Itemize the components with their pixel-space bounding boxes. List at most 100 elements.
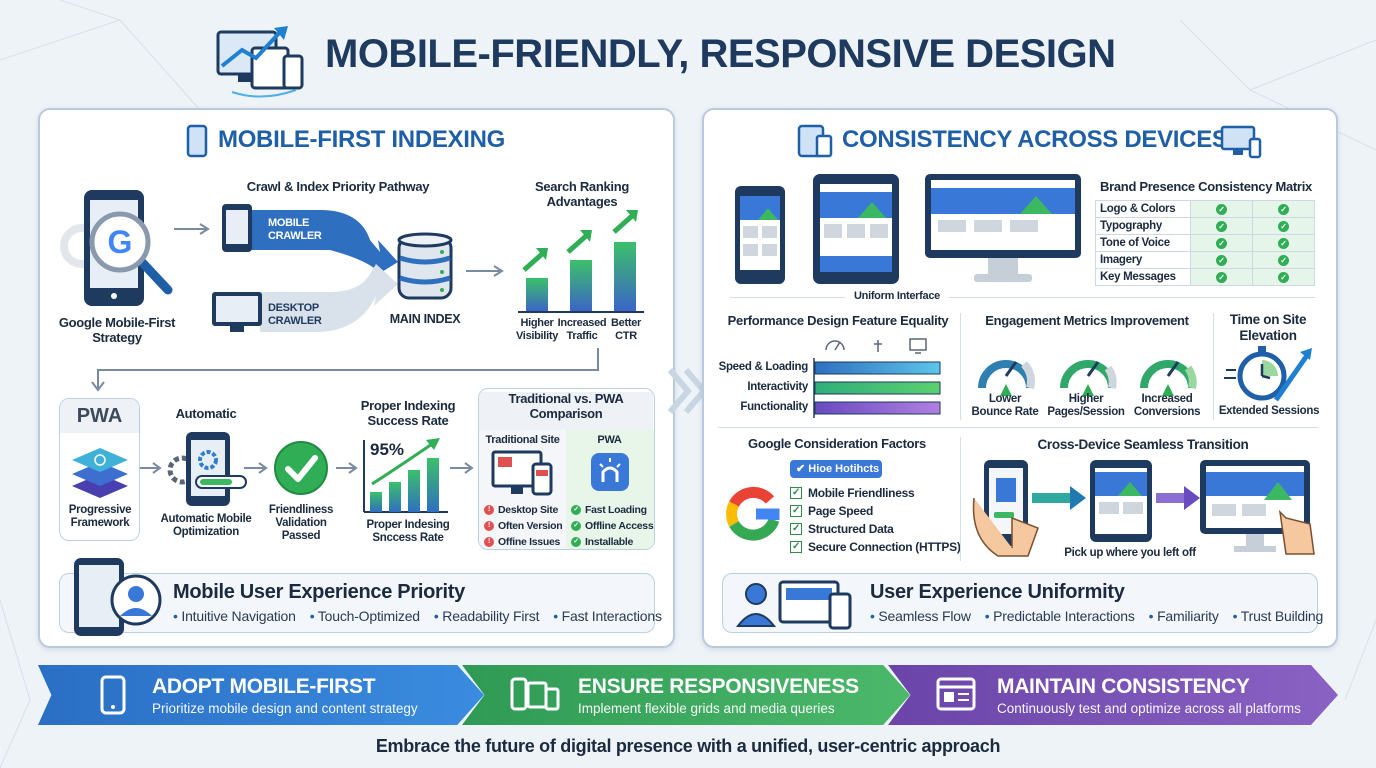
banner-subtitle: Continuously test and optimize across al… [997, 701, 1301, 716]
warning-icon: ! [484, 505, 494, 515]
check-icon: ✓ [1278, 221, 1289, 232]
cross-device-label: Pick up where you left off [1064, 547, 1196, 559]
responsive-devices-growth-icon [216, 26, 304, 98]
matrix-row: Logo & Colors✓✓ [1095, 200, 1315, 218]
mobile-ux-bullets: Intuitive Navigation Touch-Optimized Reada… [173, 608, 676, 624]
banner-title: ADOPT MOBILE-FIRST [152, 675, 376, 698]
check-icon: ✓ [1216, 204, 1227, 215]
cross-device-title: Cross-Device Seamless Transition [1037, 437, 1249, 452]
monitor-device [925, 174, 1081, 282]
factors-badge: ✔ Hioe Hotihcts [790, 460, 882, 478]
arrow-teal [1032, 486, 1086, 510]
time-on-site-label: Extended Sessions [1218, 405, 1320, 417]
traditional-item: !Desktop Site [484, 502, 562, 518]
bullet-item: Predictable Interactions [985, 608, 1135, 624]
warning-icon: ! [484, 537, 494, 547]
crawl-pathway-diagram [212, 204, 398, 332]
responsive-devices-icon [510, 677, 560, 711]
indexing-percent: 95% [370, 440, 405, 459]
arrow-right-icon [336, 462, 358, 474]
pwa-items: ✓Fast Loading ✓Offline Access ✓Installab… [571, 502, 654, 549]
check-icon: ✓ [571, 521, 581, 531]
matrix-row: Tone of Voice✓✓ [1095, 234, 1315, 252]
comparison-card: Traditional vs. PWA Comparison Tradition… [478, 388, 655, 550]
bullet-item: Intuitive Navigation [173, 608, 296, 624]
uniform-devices-illustration [735, 174, 1081, 284]
ranking-label-visibility: Higher Visibility [515, 317, 559, 342]
page-title: MOBILE-FRIENDLY, RESPONSIVE DESIGN [325, 32, 1116, 76]
matrix-row: Imagery✓✓ [1095, 251, 1315, 269]
divider [718, 427, 1318, 428]
comparison-title: Traditional vs. PWA Comparison [479, 391, 653, 430]
arrow-right-icon [140, 462, 162, 474]
check-icon: ✓ [1216, 255, 1227, 266]
banner-ensure-responsiveness: ENSURE RESPONSIVENESS Implement flexible… [462, 665, 910, 725]
user-devices-icon [736, 580, 852, 630]
gauge-label-bounce: Lower Bounce Rate [971, 393, 1039, 419]
matrix-title: Brand Presence Consistency Matrix [1100, 179, 1312, 194]
mobile-crawler-label: MOBILE CRAWLER [268, 217, 322, 242]
google-strategy-label: Google Mobile-First Strategy [58, 315, 176, 345]
pwa-item: ✓Installable [571, 534, 653, 549]
automatic-optimization-icon [167, 432, 247, 506]
browser-window-icon [936, 677, 976, 711]
pwa-item: ✓Fast Loading [571, 502, 653, 518]
mobile-first-indexing-panel [38, 108, 675, 648]
ux-uniformity-title: User Experience Uniformity [870, 581, 1125, 603]
desktop-crawler-label: DESKTOP CRAWLER [268, 302, 322, 327]
arrow-purple [1156, 486, 1200, 510]
crawl-pathway-title: Crawl & Index Priority Pathway [246, 179, 430, 194]
check-icon: ✓ [1278, 255, 1289, 266]
pwa-item: ✓Offline Access [571, 518, 654, 534]
mobile-ux-title: Mobile User Experience Priority [173, 581, 465, 603]
perf-label-functionality: Functionality [740, 401, 808, 413]
divider [730, 297, 1315, 298]
automatic-title: Automatic [175, 406, 237, 421]
gauge-label-pages: Higher Pages/Session [1047, 393, 1125, 419]
check-icon: ✓ [1216, 221, 1227, 232]
check-circle-icon [274, 441, 328, 495]
check-icon: ✓ [1216, 238, 1227, 249]
divider [960, 313, 961, 420]
factors-checklist: ✓Mobile Friendliness ✓Page Speed ✓Struct… [790, 484, 961, 556]
arrow-right-icon [450, 462, 474, 474]
tablet-phone-icon [797, 124, 833, 158]
checklist-item: ✓Structured Data [790, 522, 894, 536]
warning-icon: ! [484, 521, 494, 531]
bullet-item: Familiarity [1149, 608, 1219, 624]
pwa-logo: PWA [60, 399, 139, 433]
database-icon [397, 232, 453, 300]
engagement-gauges [978, 360, 1197, 396]
pwa-heading: PWA [597, 434, 622, 446]
google-factors-title: Google Consideration Factors [748, 436, 926, 451]
bullet-item: Touch-Optimized [310, 608, 420, 624]
touch-icon [874, 340, 882, 352]
brand-consistency-matrix: Logo & Colors✓✓ Typography✓✓ Tone of Voi… [1095, 200, 1315, 286]
monitor-with-hand [1200, 460, 1315, 555]
indexing-title: Proper Indexing Success Rate [360, 398, 456, 428]
monitor-phone-icon [1220, 125, 1262, 159]
pwa-label: Progressive Framework [68, 504, 132, 530]
arrow-right-icon [244, 462, 268, 474]
google-logo-icon [726, 486, 780, 541]
checklist-item: ✓Page Speed [790, 504, 874, 518]
smartphone-icon [100, 675, 126, 715]
bullet-item: Readability First [434, 608, 540, 624]
indexing-label: Proper Indesing Snccess Rate [366, 519, 450, 545]
tablet-device [813, 174, 899, 284]
banner-adopt-mobile-first: ADOPT MOBILE-FIRST Prioritize mobile des… [38, 665, 484, 725]
bullet-item: Trust Building [1233, 608, 1324, 624]
divider [1213, 313, 1214, 420]
time-on-site-title: Time on Site Elevation [1229, 312, 1307, 343]
engagement-title: Engagement Metrics Improvement [985, 313, 1189, 328]
svg-text:G: G [108, 224, 133, 260]
bullet-item: Seamless Flow [870, 608, 971, 624]
check-icon: ✓ [1278, 272, 1289, 283]
main-index-label: MAIN INDEX [389, 312, 461, 326]
perf-label-speed: Speed & Loading [718, 361, 809, 373]
check-icon: ✓ [1278, 204, 1289, 215]
gauge-bounce [978, 360, 1036, 396]
ranking-label-ctr: Better CTR [611, 317, 641, 342]
checkbox-checked-icon: ✓ [790, 487, 802, 499]
pwa-app-icon [591, 453, 629, 491]
